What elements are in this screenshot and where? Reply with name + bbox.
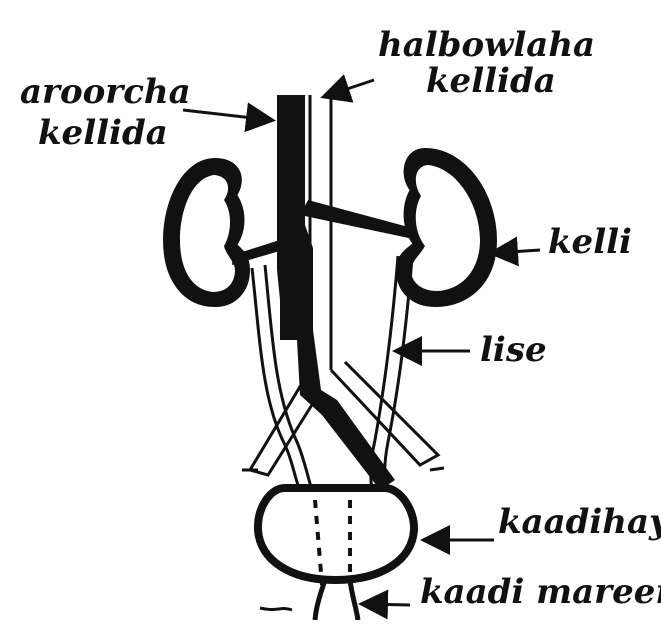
ureter-label: lise [480, 333, 547, 367]
bladder-label: kaadihays [498, 505, 661, 539]
left-kidney [165, 160, 248, 305]
urethra-label: kaadi mareen [420, 575, 661, 609]
vena-cava-label-line2: kellida [426, 64, 556, 98]
vena-cava-label-line1: halbowlaha [378, 28, 595, 62]
urethra [260, 580, 358, 620]
aorta-label-line1: aroorcha [20, 75, 191, 109]
bladder [258, 488, 414, 585]
aorta-label-line2: kellida [38, 116, 168, 150]
kidney-label: kelli [548, 225, 632, 259]
right-kidney [398, 150, 495, 305]
